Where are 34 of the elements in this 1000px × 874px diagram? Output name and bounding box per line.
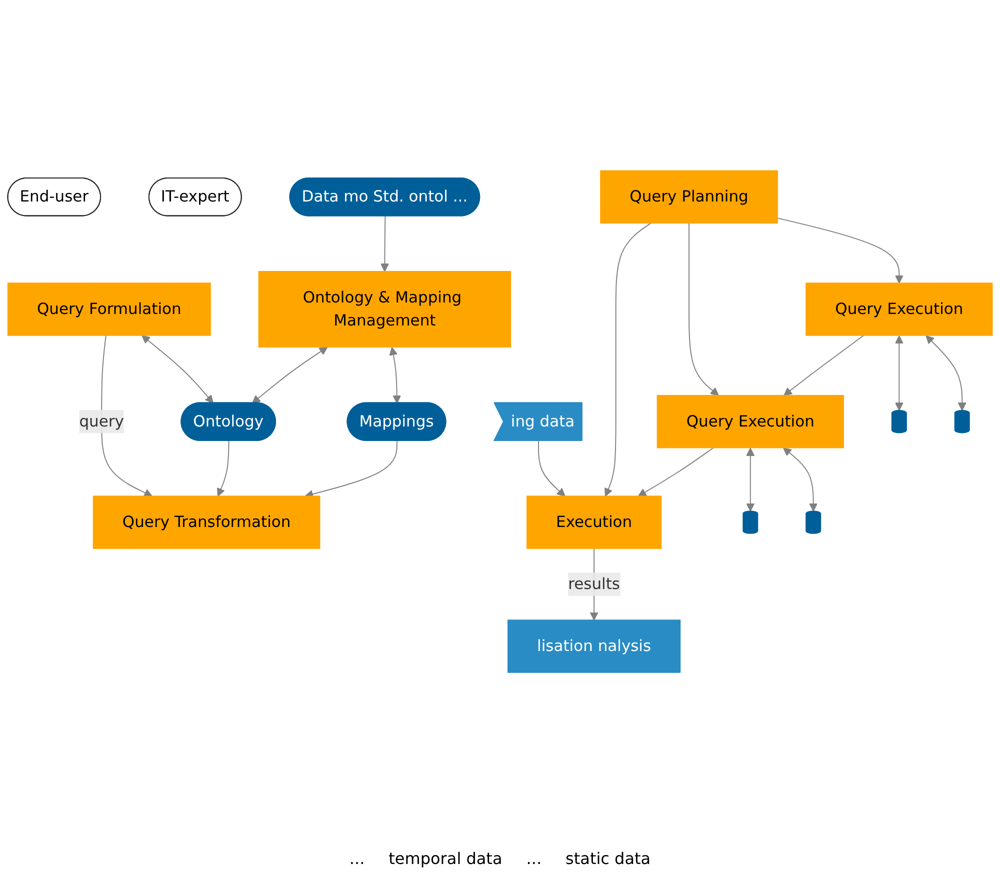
arrow (604, 222, 652, 496)
node-box: Query Formulation (7, 282, 211, 336)
arrow (217, 440, 230, 496)
arrow (784, 334, 864, 396)
node-box: Ontology & Mapping Management (258, 270, 512, 348)
node-cylinder (891, 410, 907, 434)
arrow (638, 447, 714, 496)
edge-label: query (79, 412, 124, 430)
node-cylinder (806, 510, 822, 534)
node-box: Query Transformation (92, 496, 320, 549)
caption-text: temporal data (388, 849, 502, 868)
node-box: lisation nalysis (508, 620, 681, 673)
arrow (538, 440, 566, 496)
caption-text: ... (349, 849, 365, 868)
node-box: Execution (526, 496, 662, 549)
arrow (783, 448, 818, 512)
arrow (894, 335, 904, 411)
node-cylinder (954, 410, 970, 434)
node-box: Query Execution (806, 282, 993, 336)
arrow (389, 346, 402, 404)
arrow (304, 440, 398, 498)
arrow (688, 222, 719, 396)
arrow (776, 218, 904, 284)
node-cylinder (742, 510, 758, 534)
arrow (926, 335, 966, 411)
edge-label: results (568, 574, 620, 593)
node-box: Query Execution (656, 394, 844, 448)
arrow (380, 216, 389, 272)
arrow (252, 346, 328, 404)
caption-text: static data (566, 849, 651, 868)
node-box: Query Planning (600, 170, 778, 224)
arrow (746, 448, 755, 512)
arrow (142, 335, 214, 404)
caption-text: ... (526, 849, 542, 868)
